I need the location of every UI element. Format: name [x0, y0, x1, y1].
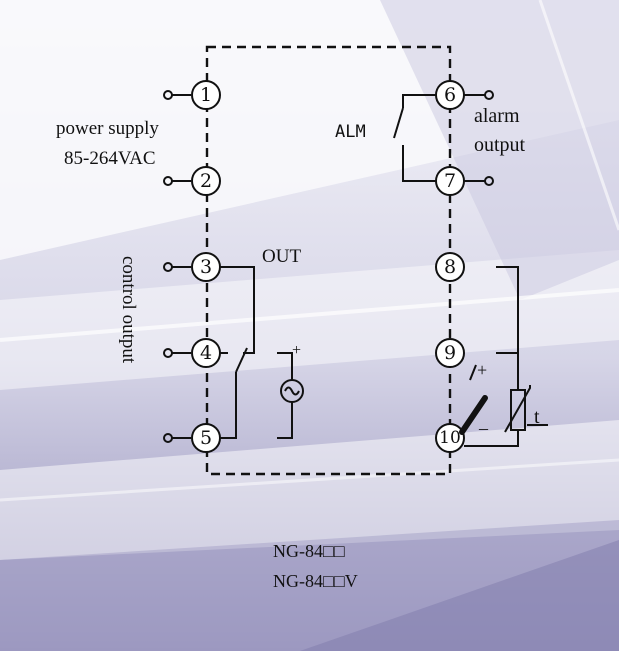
- thermistor-icon: [504, 385, 548, 433]
- out-label: OUT: [262, 246, 301, 267]
- control-output-label: control output: [118, 256, 139, 364]
- sensor-wiring: [464, 266, 519, 447]
- left-leads: [163, 90, 191, 443]
- input-plus-sign: +: [477, 360, 487, 380]
- terminal-8: 8: [435, 252, 465, 282]
- svg-text:5: 5: [200, 427, 212, 449]
- ac-source-icon: [277, 352, 304, 439]
- svg-text:10: 10: [439, 428, 461, 448]
- housing-outline: [205, 45, 452, 476]
- alm-label: ALM: [335, 122, 366, 142]
- svg-text:2: 2: [200, 170, 212, 192]
- terminal-3: 3: [191, 252, 221, 282]
- right-leads: [464, 90, 494, 186]
- svg-text:4: 4: [200, 342, 212, 364]
- model-line-2: NG-84□□V: [273, 571, 358, 591]
- terminal-1: 1: [191, 80, 221, 110]
- terminal-6: 6: [435, 80, 465, 110]
- thermocouple-icon: [459, 364, 488, 435]
- svg-text:9: 9: [444, 342, 456, 364]
- alarm-relay-contact: [393, 94, 436, 182]
- terminal-10: 10: [435, 423, 465, 453]
- svg-text:7: 7: [444, 170, 456, 192]
- input-minus-sign: –: [478, 418, 489, 438]
- terminal-9: 9: [435, 338, 465, 368]
- terminal-7: 7: [435, 166, 465, 196]
- svg-text:3: 3: [200, 256, 212, 278]
- svg-text:6: 6: [444, 84, 456, 106]
- svg-text:8: 8: [444, 256, 456, 278]
- alarm-label-line2: output: [474, 134, 526, 156]
- voltage-label: 85-264VAC: [64, 148, 156, 169]
- thermistor-label: t: [534, 406, 540, 428]
- terminal-2: 2: [191, 166, 221, 196]
- alarm-label-line1: alarm: [474, 105, 520, 127]
- terminal-4: 4: [191, 338, 221, 368]
- control-relay-contact: [220, 266, 255, 439]
- model-line-1: NG-84□□: [273, 541, 345, 561]
- source-plus-sign: +: [292, 342, 301, 359]
- power-supply-label: power supply: [56, 118, 159, 139]
- svg-text:1: 1: [200, 84, 212, 106]
- terminal-5: 5: [191, 423, 221, 453]
